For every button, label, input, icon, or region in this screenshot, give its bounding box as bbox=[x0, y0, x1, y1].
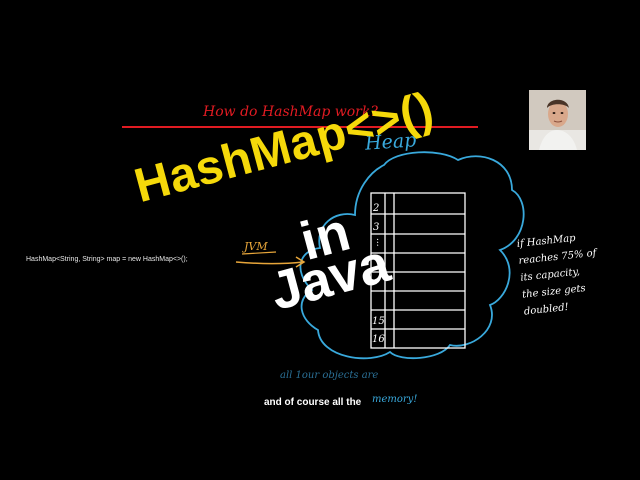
bucket-label: 16 bbox=[372, 334, 385, 345]
bucket-label: 15 bbox=[372, 316, 385, 327]
bucket-label: 3 bbox=[373, 222, 380, 233]
capacity-note: if HashMap reaches 75% of its capacity, … bbox=[516, 228, 603, 321]
code-line: HashMap<String, String> map = new HashMa… bbox=[26, 256, 188, 263]
subtitle-caption: and of course all the bbox=[264, 397, 362, 408]
bucket-table bbox=[370, 192, 466, 349]
subtitle-caption-tail: memory! bbox=[372, 394, 418, 405]
bucket-label: 2 bbox=[373, 203, 380, 214]
board-heading: How do HashMap work? bbox=[203, 104, 378, 120]
presenter-webcam-icon bbox=[529, 90, 586, 150]
bucket-label: ... bbox=[374, 238, 384, 247]
jvm-label: JVM bbox=[244, 240, 268, 253]
jvm-arrow bbox=[235, 261, 304, 265]
faint-note: all 1our objects are bbox=[280, 370, 379, 381]
heap-cloud-outline bbox=[299, 151, 525, 360]
